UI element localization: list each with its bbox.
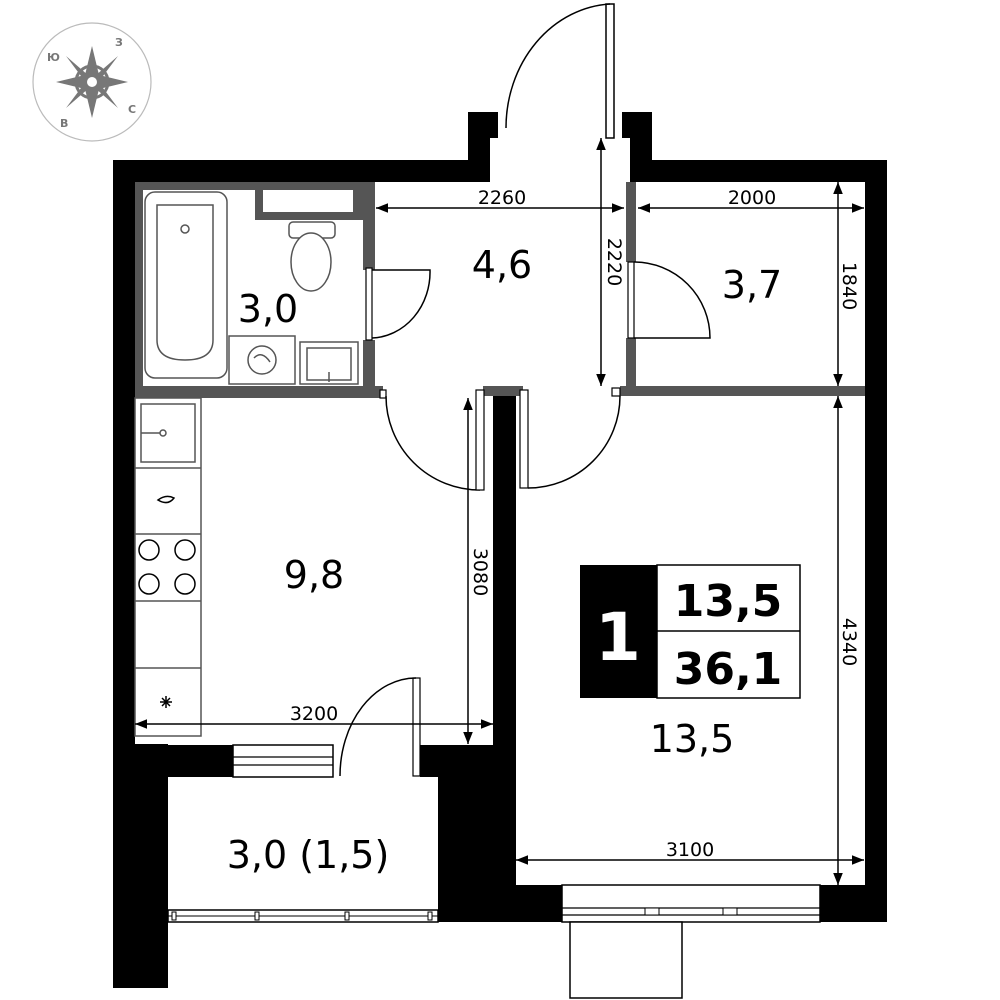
partition-storage-left-bottom <box>626 338 636 396</box>
dim-hall-length: 2220 <box>603 238 625 286</box>
compass: Ю З С В <box>32 22 152 142</box>
dim-kitchen-width: 3200 <box>290 703 338 725</box>
dimension-labels: 2260 2220 2000 1840 3080 3200 4340 3100 <box>290 187 860 861</box>
room-area-balcony: 3,0 (1,5) <box>227 833 390 877</box>
living-window <box>561 884 821 923</box>
bathroom-door <box>365 267 431 341</box>
compass-letter-w: В <box>60 117 68 130</box>
wall-right <box>865 160 887 888</box>
partition-bath-right-top <box>363 182 375 270</box>
water-drop-icon <box>156 495 176 504</box>
room-area-storage: 3,7 <box>722 263 782 307</box>
french-balcony <box>569 921 683 999</box>
exterior-walls <box>113 112 887 988</box>
partitions <box>135 182 865 398</box>
stove-burners-icon <box>138 539 196 595</box>
badge-living-area: 13,5 <box>674 576 783 627</box>
room-area-hall: 4,6 <box>472 243 532 287</box>
wall-bottom-living-left <box>438 885 562 922</box>
wall-left-lower <box>113 744 168 988</box>
balcony-door <box>339 677 421 777</box>
wall-bottom-living-right <box>820 885 887 922</box>
fridge-snowflake-icon <box>160 696 172 708</box>
dim-storage-length: 1840 <box>838 262 860 310</box>
dimension-lines <box>135 138 864 885</box>
entrance-door <box>505 3 615 139</box>
room-labels: 3,0 4,6 3,7 9,8 13,5 3,0 (1,5) <box>227 243 783 877</box>
kitchen-window <box>232 744 334 778</box>
living-door <box>519 387 621 489</box>
wall-top-left <box>113 160 490 182</box>
badge-total-area: 36,1 <box>674 644 783 695</box>
partition-bath-left <box>135 182 143 397</box>
bathtub-drain-icon <box>180 224 190 234</box>
compass-rose-icon <box>56 46 128 118</box>
compass-letter-n: Ю <box>47 51 60 64</box>
wall-balcony-top-left <box>135 745 233 777</box>
dim-kitchen-length: 3080 <box>469 548 491 596</box>
partition-storage-left-top <box>626 182 636 262</box>
kitchen-door <box>379 389 485 491</box>
wall-door-jamb-left-stem <box>468 112 490 182</box>
partition-bath-bottom <box>135 386 383 398</box>
dim-living-length: 4340 <box>838 618 860 666</box>
toilet-bowl <box>290 232 332 292</box>
room-area-living: 13,5 <box>650 717 735 761</box>
room-area-kitchen: 9,8 <box>284 553 344 597</box>
partition-hall-bottom <box>483 386 523 396</box>
badge-rooms-count: 1 <box>595 599 641 676</box>
windows <box>167 744 821 999</box>
partition-bath-right-bottom <box>363 340 375 398</box>
badge-rooms-box <box>580 565 657 698</box>
dim-storage-width: 2000 <box>728 187 776 209</box>
compass-letter-e: З <box>115 36 123 49</box>
wall-left <box>113 160 135 745</box>
doors <box>339 3 711 777</box>
washing-machine-drum-icon <box>247 345 277 375</box>
apartment-badge: 1 13,5 36,1 <box>580 564 801 699</box>
storage-door <box>627 261 711 339</box>
fixtures <box>134 191 359 737</box>
dim-living-width: 3100 <box>666 839 714 861</box>
partition-storage-bottom <box>620 386 865 396</box>
compass-letter-s: С <box>128 103 136 116</box>
room-area-bathroom: 3,0 <box>238 287 298 331</box>
balcony-window <box>167 909 439 923</box>
wall-balcony-top-right <box>420 745 516 777</box>
wall-top-right <box>630 160 887 182</box>
dim-hall-width: 2260 <box>478 187 526 209</box>
